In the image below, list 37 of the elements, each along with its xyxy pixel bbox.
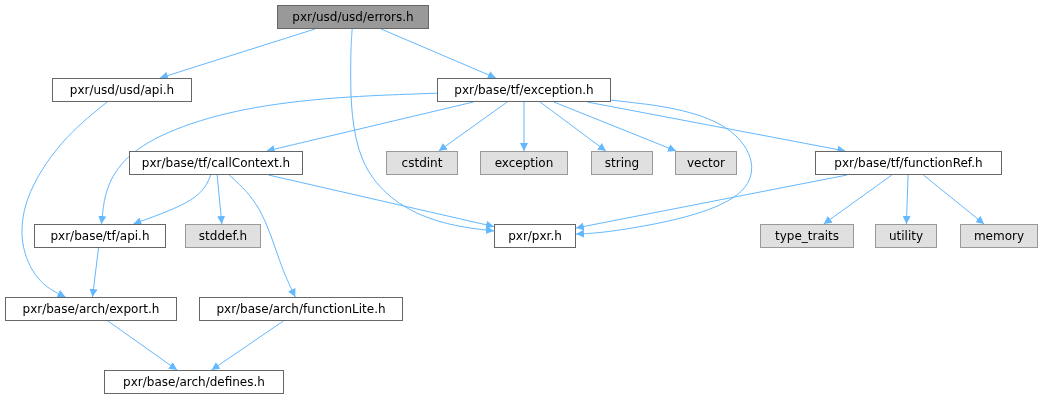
arrow xyxy=(98,92,438,225)
file-box: pxr/base/arch/export.h xyxy=(5,297,177,321)
file-box: pxr/base/tf/callContext.h xyxy=(129,151,303,175)
arrow xyxy=(575,99,753,238)
file-box: pxr/usd/usd/errors.h xyxy=(277,5,429,29)
file-box: stddef.h xyxy=(185,224,261,248)
arrow xyxy=(438,101,508,152)
arrow xyxy=(539,101,607,152)
arrow xyxy=(107,320,178,371)
arrow xyxy=(228,174,296,298)
arrow xyxy=(922,174,985,225)
arrow xyxy=(380,28,497,79)
file-box: pxr/base/tf/functionRef.h xyxy=(815,151,1002,175)
file-box: pxr/base/arch/functionLite.h xyxy=(199,297,403,321)
file-box: memory xyxy=(960,224,1038,248)
arrow xyxy=(216,174,226,225)
file-box: pxr/pxr.h xyxy=(494,224,576,248)
arrow xyxy=(902,174,911,225)
file-box: string xyxy=(591,151,653,175)
arrow xyxy=(132,174,212,226)
arrow xyxy=(159,28,316,80)
file-box: pxr/usd/usd/api.h xyxy=(52,78,192,102)
file-box: pxr/base/tf/api.h xyxy=(34,224,166,248)
arrow xyxy=(520,101,528,152)
file-box: exception xyxy=(480,151,568,175)
file-box: vector xyxy=(675,151,737,175)
arrow xyxy=(21,101,108,298)
arrow xyxy=(553,101,677,152)
file-box: utility xyxy=(875,224,937,248)
arrow xyxy=(89,247,99,298)
arrow xyxy=(823,174,893,225)
arrow xyxy=(350,28,495,234)
file-box: cstdint xyxy=(386,151,458,175)
arrow xyxy=(211,320,284,371)
file-box: pxr/base/tf/exception.h xyxy=(437,78,611,102)
file-box: type_traits xyxy=(760,224,854,248)
file-box: pxr/base/arch/defines.h xyxy=(104,370,284,394)
